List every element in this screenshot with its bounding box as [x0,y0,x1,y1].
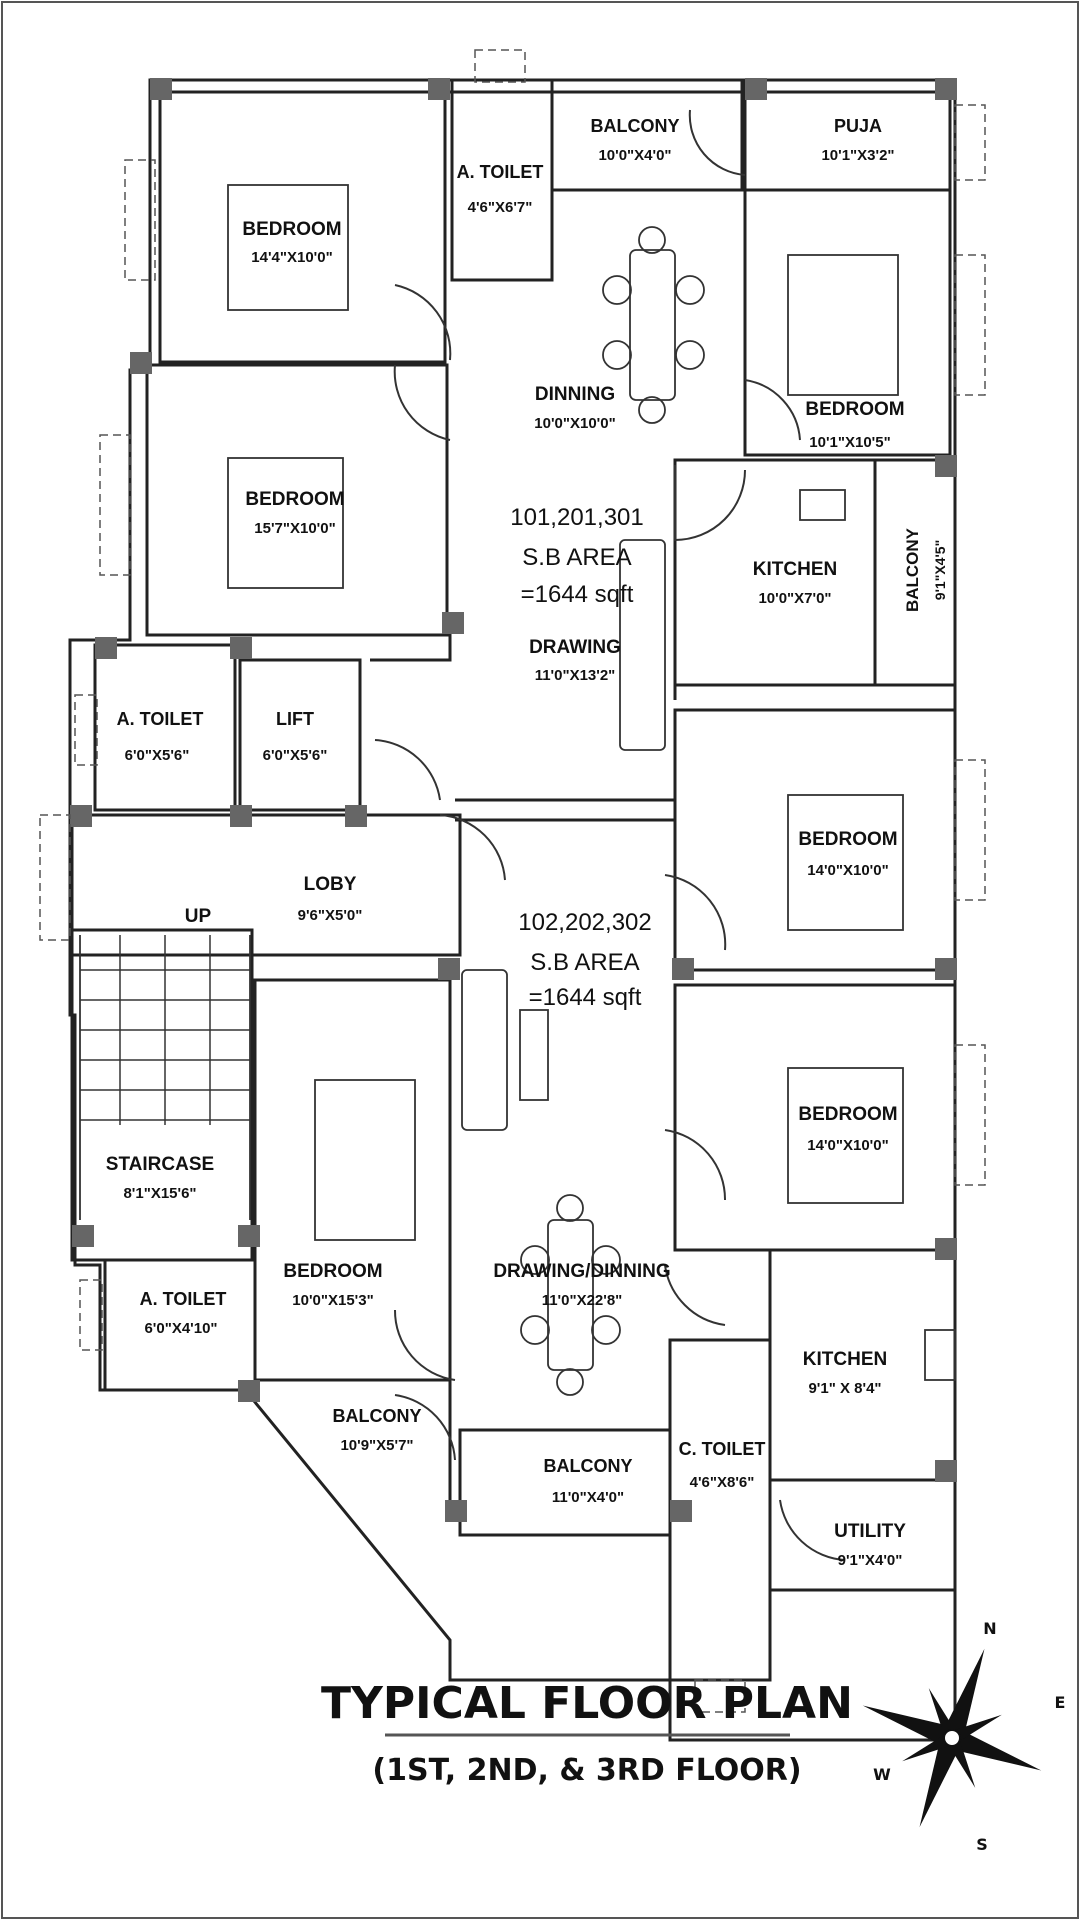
room-labels: BEDROOM 14'4"X10'0" A. TOILET 4'6"X6'7" … [106,116,948,1569]
room-name-bedroom-3: BEDROOM [245,489,344,510]
room-dims-dinning: 10'0"X10'0" [534,415,615,432]
room-dims-loby: 9'6"X5'0" [298,907,363,924]
room-name-a-toilet-2: A. TOILET [117,709,204,729]
room-dims-bedroom-1: 14'4"X10'0" [251,249,332,266]
room-dims-balcony-3: 10'9"X5'7" [340,1437,413,1454]
room-name-balcony-3: BALCONY [333,1406,422,1426]
room-name-dinning: DINNING [535,384,615,405]
room-dims-lift: 6'0"X5'6" [263,747,328,764]
flat-units-1: 101,201,301 [510,504,643,531]
room-name-balcony-2: BALCONY [903,527,922,612]
flat-area-label-1: S.B AREA [522,544,631,571]
stair-direction: UP [185,906,212,927]
compass-w: W [873,1765,891,1784]
plan-subtitle: (1ST, 2ND, & 3RD FLOOR) [372,1753,801,1788]
room-name-kitchen-2: KITCHEN [803,1349,887,1370]
flat-areas: 101,201,301 S.B AREA =1644 sqft 102,202,… [510,504,651,1011]
room-name-a-toilet-1: A. TOILET [457,162,544,182]
plan-title: TYPICAL FLOOR PLAN [321,1678,853,1729]
room-name-balcony-1: BALCONY [591,116,680,136]
windows [39,49,986,1713]
room-dims-a-toilet-2: 6'0"X5'6" [125,747,190,764]
room-name-bedroom-4: BEDROOM [798,829,897,850]
room-name-c-toilet: C. TOILET [679,1439,766,1459]
room-dims-bedroom-5: 14'0"X10'0" [807,1137,888,1154]
room-name-puja: PUJA [834,116,882,136]
flat-area-value-2: =1644 sqft [529,984,642,1011]
room-dims-drawing: 11'0"X13'2" [535,667,616,684]
room-name-bedroom-5: BEDROOM [798,1104,897,1125]
room-name-bedroom-1: BEDROOM [242,219,341,240]
room-name-balcony-4: BALCONY [544,1456,633,1476]
room-name-drawing: DRAWING [529,637,621,658]
room-dims-bedroom-3: 15'7"X10'0" [254,520,335,537]
flat-units-2: 102,202,302 [518,909,651,936]
room-dims-bedroom-2: 10'1"X10'5" [809,434,890,451]
room-name-staircase: STAIRCASE [106,1154,214,1175]
room-dims-balcony-2: 9'1"X4'5" [932,540,948,600]
furniture [79,184,956,1396]
room-dims-kitchen-1: 10'0"X7'0" [758,590,831,607]
door-swings [374,109,846,1561]
room-name-utility: UTILITY [834,1521,906,1542]
room-dims-bedroom-6: 10'0"X15'3" [292,1292,373,1309]
room-dims-kitchen-2: 9'1" X 8'4" [808,1380,881,1397]
flat-area-label-2: S.B AREA [530,949,639,976]
compass-s: S [976,1835,988,1854]
room-name-bedroom-6: BEDROOM [283,1261,382,1282]
room-name-a-toilet-3: A. TOILET [140,1289,227,1309]
structural-columns [70,78,957,1522]
compass-rose-icon: N E W S [862,1619,1066,1854]
room-dims-utility: 9'1"X4'0" [838,1552,903,1569]
compass-e: E [1055,1693,1066,1712]
staircase-treads [80,935,250,1125]
room-dims-puja: 10'1"X3'2" [821,147,894,164]
room-dims-a-toilet-3: 6'0"X4'10" [144,1320,217,1337]
room-name-lift: LIFT [276,709,314,729]
title-block: TYPICAL FLOOR PLAN (1ST, 2ND, & 3RD FLOO… [321,1678,853,1788]
compass-n: N [983,1619,996,1638]
room-dims-drawing-dinning: 11'0"X22'8" [542,1292,623,1309]
flat-area-value-1: =1644 sqft [521,581,634,608]
room-name-loby: LOBY [304,874,357,895]
room-dims-balcony-4: 11'0"X4'0" [552,1489,624,1506]
room-name-kitchen-1: KITCHEN [753,559,837,580]
room-name-bedroom-2: BEDROOM [805,399,904,420]
room-dims-a-toilet-1: 4'6"X6'7" [468,199,533,216]
room-dims-bedroom-4: 14'0"X10'0" [807,862,888,879]
room-dims-c-toilet: 4'6"X8'6" [690,1474,755,1491]
room-dims-balcony-1: 10'0"X4'0" [598,147,671,164]
room-dims-staircase: 8'1"X15'6" [123,1185,196,1202]
room-name-drawing-dinning: DRAWING/DINNING [493,1261,670,1282]
